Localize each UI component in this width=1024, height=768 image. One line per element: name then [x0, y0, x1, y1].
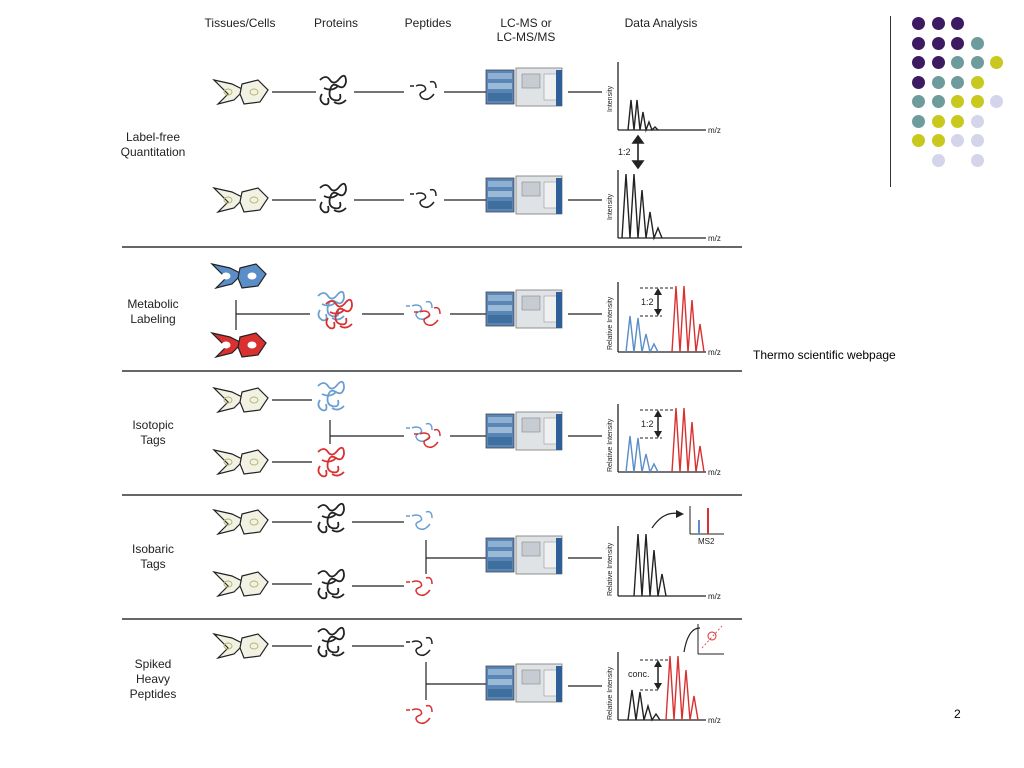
decorative-dot — [931, 56, 945, 69]
decorative-dot — [990, 95, 1003, 108]
row-label-metabolic: Metabolic Labeling — [127, 297, 179, 326]
ratio-label-3: 1:2 — [641, 419, 654, 429]
row-label-free — [213, 62, 706, 241]
column-header-data-analysis: Data Analysis — [624, 16, 698, 30]
decorative-dot — [951, 95, 964, 108]
rel-intensity-label-3: Relative Intensity — [607, 542, 614, 596]
source-caption: Thermo scientific webpage — [753, 348, 896, 362]
decorative-dot — [931, 95, 945, 108]
row-label-isobaric: Isobaric Tags — [131, 542, 175, 571]
row-label-label-free: Label-free Quantitation — [120, 130, 186, 159]
spectrum-isobaric — [617, 506, 724, 597]
ratio-label-1: 1:2 — [618, 147, 631, 157]
decorative-dot — [912, 56, 925, 69]
intensity-label-2: Intensity — [607, 193, 614, 220]
spectrum-isotopic — [617, 404, 706, 475]
row-isotopic — [213, 380, 706, 478]
row-spiked — [213, 624, 724, 725]
decorative-dot — [951, 134, 964, 147]
decorative-dot — [912, 114, 925, 128]
slide-number: 2 — [954, 707, 961, 721]
row-label-isotopic: Isotopic Tags — [132, 418, 174, 447]
spectrum-2 — [617, 170, 706, 241]
decorative-dot — [970, 75, 984, 89]
column-header-lcms: LC-MS or LC-MS/MS — [496, 16, 556, 44]
row-dividers — [122, 246, 742, 620]
row-metabolic — [211, 263, 706, 358]
spectrum-1 — [617, 62, 706, 131]
decorative-dot — [912, 17, 925, 30]
decorative-dot — [970, 36, 984, 50]
mz-label-4: m/z — [708, 468, 721, 477]
decorative-dot — [970, 153, 984, 167]
mz-label-3: m/z — [708, 348, 721, 357]
decorative-dot — [931, 36, 945, 50]
row-label-spiked: Spiked Heavy Peptides — [129, 657, 177, 701]
spectrum-spiked — [617, 624, 724, 722]
mz-label-6: m/z — [708, 716, 721, 725]
decorative-dot — [931, 17, 945, 30]
decorative-dot — [912, 36, 925, 50]
decorative-dot — [951, 114, 964, 128]
decorative-dot — [912, 95, 925, 108]
column-header-proteins: Proteins — [313, 16, 359, 30]
column-header-tissues: Tissues/Cells — [204, 16, 276, 30]
decorative-dot — [931, 75, 945, 89]
spectrum-metabolic — [617, 282, 706, 355]
decorative-dot — [970, 134, 984, 147]
decorative-dot — [912, 75, 925, 89]
decorative-dot — [970, 114, 984, 128]
intensity-label-1: Intensity — [607, 85, 614, 112]
ratio-label-2: 1:2 — [641, 297, 654, 307]
mz-label-2: m/z — [708, 234, 721, 243]
decorative-dot — [970, 56, 984, 69]
decorative-dot — [970, 95, 984, 108]
decorative-dot — [951, 75, 964, 89]
decorative-dot — [951, 36, 964, 50]
ratio-arrow-1 — [631, 134, 645, 170]
column-header-peptides: Peptides — [404, 16, 452, 30]
decorative-dot — [931, 134, 945, 147]
decorative-dot — [951, 17, 964, 30]
decorative-dot — [931, 153, 945, 167]
conc-label: conc. — [628, 669, 650, 679]
rel-intensity-label-2: Relative Intensity — [607, 418, 614, 472]
mz-label-5: m/z — [708, 592, 721, 601]
rel-intensity-label-4: Relative Intensity — [607, 666, 614, 720]
rel-intensity-label-1: Relative Intensity — [607, 296, 614, 350]
decorative-dot — [990, 56, 1003, 69]
row-isobaric — [213, 502, 724, 600]
decorative-dot — [951, 56, 964, 69]
mz-label-1: m/z — [708, 126, 721, 135]
decorative-divider — [890, 16, 891, 187]
decorative-dot — [912, 134, 925, 147]
decorative-dot — [931, 114, 945, 128]
ms2-label: MS2 — [698, 537, 715, 546]
